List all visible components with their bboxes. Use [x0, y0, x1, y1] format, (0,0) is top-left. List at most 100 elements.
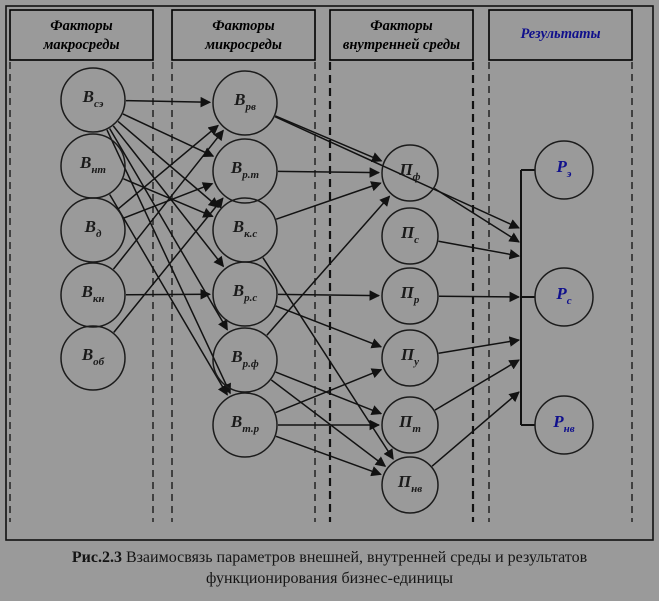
edge-Bse-to-Btr [106, 129, 231, 395]
column-frames [9, 9, 633, 522]
edge-Pi-to-results [431, 391, 520, 467]
node-circle-Bob [60, 325, 126, 391]
node-Bd[interactable]: Вд [60, 197, 126, 263]
node-circle-Rs [534, 267, 594, 327]
node-circle-Ps [381, 207, 439, 265]
node-Brs[interactable]: Вр.с [212, 261, 278, 327]
edge-Bd-to-Brv [117, 124, 219, 210]
node-circle-Brs [212, 261, 278, 327]
node-label-Pi: Пнв [397, 472, 422, 495]
node-Brt[interactable]: Вр.т [212, 138, 278, 204]
diagram-frame [5, 5, 654, 541]
column-subtitle-macro: макросреды [42, 37, 119, 53]
node-label-Brf: Вр.ф [230, 347, 259, 370]
node-Pt[interactable]: Пт [381, 396, 439, 454]
result-bracket [520, 169, 535, 426]
node-Bnt[interactable]: Внт [60, 133, 126, 199]
node-Bkn[interactable]: Вкн [60, 262, 126, 328]
edge-Bks-to-Pi [262, 257, 394, 460]
node-circle-Brv [212, 70, 278, 136]
node-label-Bkn: Вкн [80, 282, 104, 305]
node-circle-Brf [212, 327, 278, 393]
edge-Bks-to-Pf [275, 181, 382, 220]
node-Pi[interactable]: Пнв [381, 456, 439, 514]
caption-text-line2: функционирования бизнес-единицы [205, 569, 454, 587]
edge-Bob-to-Brt [113, 197, 224, 333]
node-Pu[interactable]: Пу [381, 329, 439, 387]
column-boundary-results [488, 62, 633, 522]
node-circle-Rv [534, 395, 594, 455]
node-Ps[interactable]: Пс [381, 207, 439, 265]
edge-Bse-to-Bks [117, 120, 220, 208]
node-Brf[interactable]: Вр.ф [212, 327, 278, 393]
node-circle-Btr [212, 392, 278, 458]
caption-number: Рис.2.3 [71, 549, 122, 566]
node-label-Bks: Вк.с [232, 217, 258, 240]
node-Rv[interactable]: Рнв [534, 395, 594, 455]
node-label-Bd: Вд [84, 217, 102, 240]
node-label-Brs: Вр.с [232, 281, 258, 304]
edge-Bnt-to-Bks [123, 178, 214, 218]
node-Rs[interactable]: Рс [534, 267, 594, 327]
node-label-Bse: Всэ [82, 87, 104, 110]
edge-Brf-to-Pi [270, 379, 387, 467]
figure-caption: Рис.2.3 Взаимосвязь параметров внешней, … [0, 548, 659, 590]
node-Pf[interactable]: Пф [381, 144, 439, 202]
edge-Btr-to-Pi [275, 435, 382, 477]
node-Pr[interactable]: Пр [381, 267, 439, 325]
column-boundary-micro [171, 62, 316, 522]
edge-Brf-to-Pf [266, 195, 391, 336]
node-circle-Pu [381, 329, 439, 387]
node-Brv[interactable]: Врв [212, 70, 278, 136]
node-Btr[interactable]: Вт.р [212, 392, 278, 458]
column-subtitle-micro: микросреды [204, 37, 282, 53]
column-title-macro: Факторы [50, 18, 112, 34]
node-label-Bnt: Внт [79, 153, 106, 176]
node-Bks[interactable]: Вк.с [212, 197, 278, 263]
column-title-micro: Факторы [212, 18, 274, 34]
node-Bse[interactable]: Всэ [60, 67, 126, 133]
node-circle-Bd [60, 197, 126, 263]
edge-Pf-to-results [434, 187, 520, 243]
node-label-Rs: Рс [555, 284, 571, 307]
edge-Bse-to-Brs [112, 125, 225, 268]
edge-Bkn-to-Brv [112, 129, 224, 270]
node-circle-Bse [60, 67, 126, 133]
node-circle-Brt [212, 138, 278, 204]
edge-Btr-to-Pu [275, 368, 383, 414]
node-label-Btr: Вт.р [230, 412, 260, 435]
node-circle-Pi [381, 456, 439, 514]
caption-text-line1: Взаимосвязь параметров внешней, внутренн… [125, 549, 588, 566]
edge-Brf-to-Pt [275, 371, 383, 416]
node-label-Pr: Пр [400, 283, 420, 306]
node-circle-Pr [381, 267, 439, 325]
edge-Brs-to-Pu [275, 305, 383, 349]
node-circle-Pf [381, 144, 439, 202]
column-boundary-macro [9, 62, 154, 522]
edge-Pr-to-results [438, 291, 521, 303]
edge-Brv-to-Pf [275, 115, 383, 163]
edge-Pt-to-results [434, 359, 520, 411]
edge-Bse-to-Brv [125, 96, 212, 108]
column-header-box-internal [329, 9, 474, 61]
node-Bob[interactable]: Воб [60, 325, 126, 391]
node-Re[interactable]: Рэ [534, 140, 594, 200]
column-headers: ФакторымакросредыФакторымикросредыФактор… [42, 18, 600, 53]
column-title-results: Результаты [520, 26, 600, 42]
node-label-Brv: Врв [233, 90, 256, 113]
column-header-box-results [488, 9, 633, 61]
node-label-Brt: Вр.т [230, 158, 260, 181]
column-boundary-internal [328, 62, 475, 522]
node-circle-Pt [381, 396, 439, 454]
column-subtitle-internal: внутренней среды [343, 37, 460, 53]
edges-layer [106, 96, 521, 477]
node-label-Pu: Пу [400, 345, 419, 368]
node-label-Ps: Пс [400, 223, 419, 246]
edge-Bse-to-Brf [109, 128, 228, 331]
edge-Pu-to-results [438, 336, 521, 355]
node-label-Pt: Пт [398, 412, 421, 435]
edge-Brt-to-Pf [277, 167, 381, 178]
column-header-box-micro [171, 9, 316, 61]
